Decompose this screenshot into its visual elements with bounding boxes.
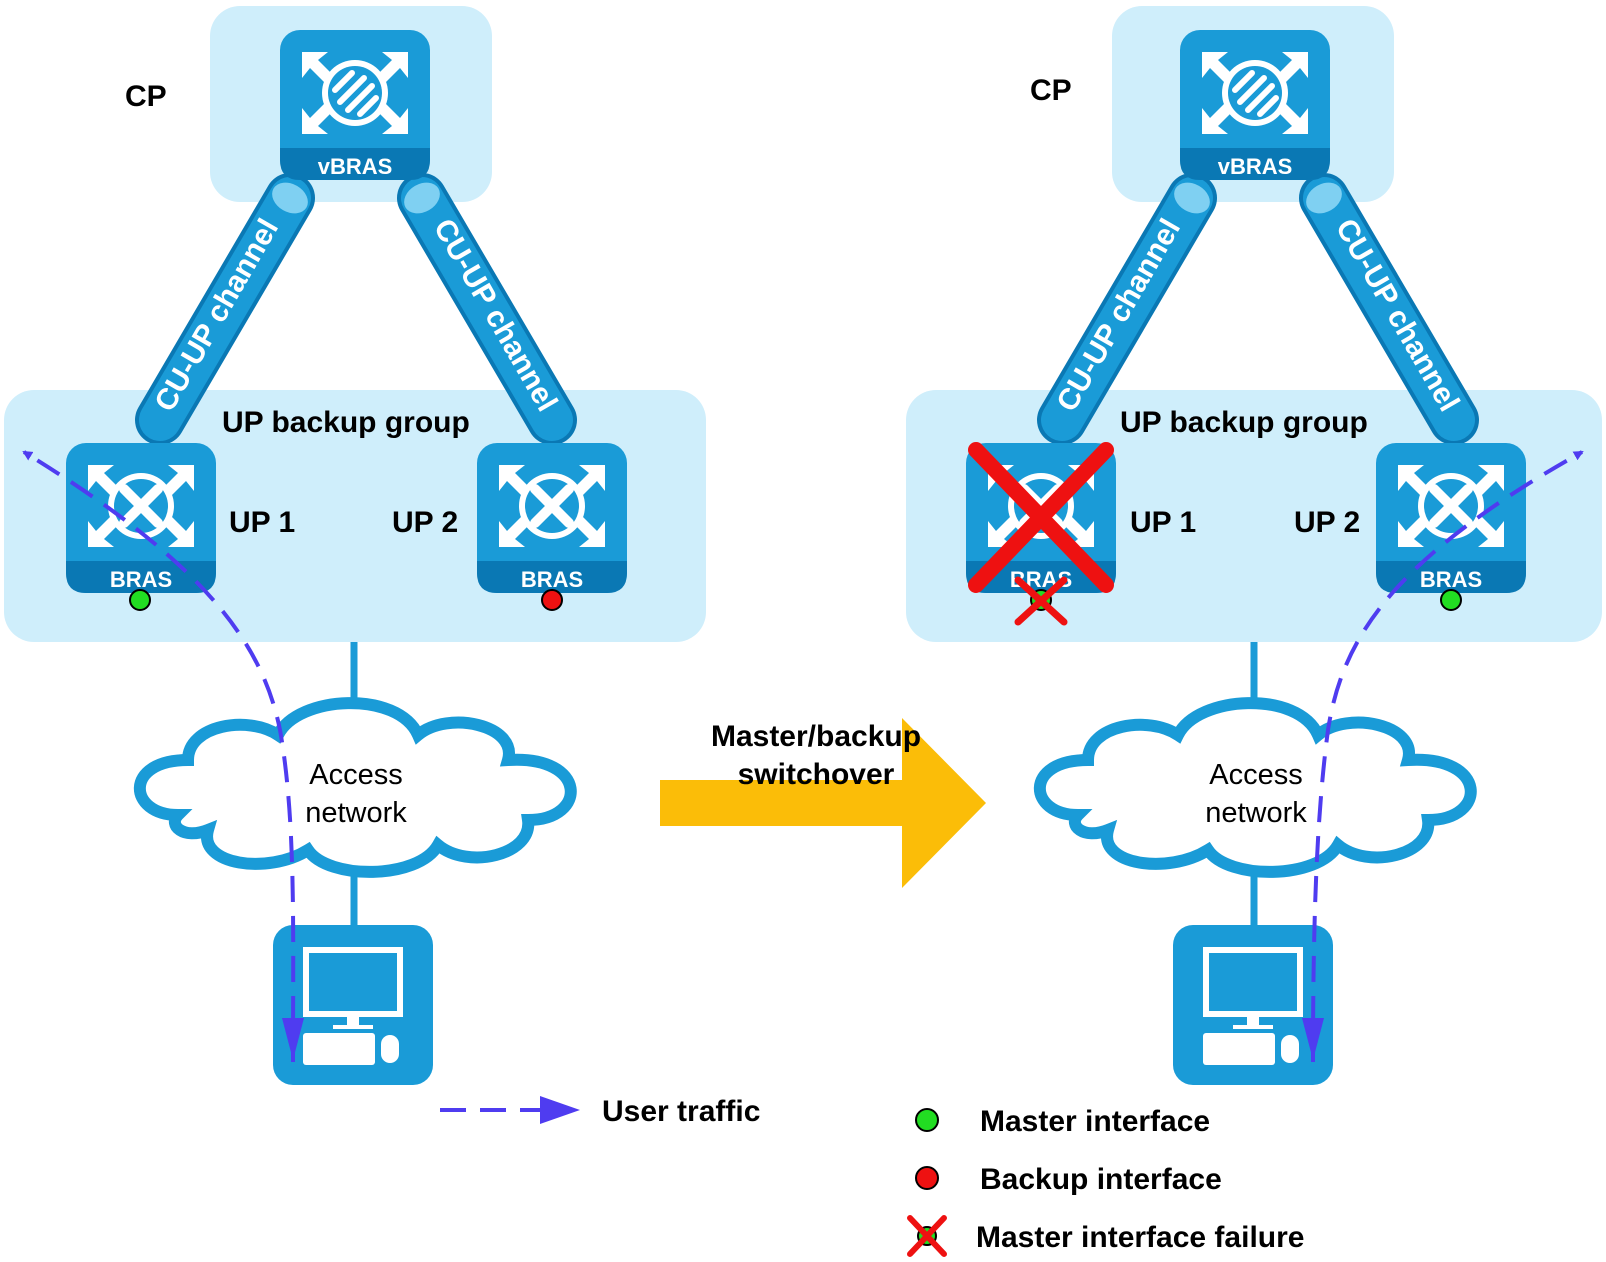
legend-backup-interface-label: Backup interface [980,1163,1222,1196]
legend-master-interface-label: Master interface [980,1105,1210,1138]
channel-label: CU-UP channel [427,213,564,417]
bras-label: BRAS [110,567,172,592]
legend-master-failure-label: Master interface failure [976,1221,1304,1254]
device-failure-cross-icon [968,442,1114,593]
user-traffic-path [22,450,296,1063]
legend-user-traffic-label: User traffic [602,1095,760,1128]
traffic-arrow-icon [540,1096,580,1124]
master-interface-dot [1440,589,1462,611]
channel-label: CU-UP channel [1329,213,1466,417]
switchover-label: switchover [738,758,895,791]
access-network-label: Access [1209,759,1302,791]
bras-icon-up1: BRAS [66,443,216,593]
up2-label: UP 2 [1294,506,1360,539]
access-network-label: network [305,797,407,829]
computer-icon [273,925,433,1085]
channel-label: CU-UP channel [148,213,285,417]
legend-master-interface: Master interface [915,1105,1210,1138]
failure-cross-icon [907,1215,947,1257]
vbras-icon: vBRAS [280,30,430,180]
right-panel: CU-UP channel CU-UP channel vBRAS CP UP … [906,6,1602,1085]
master-interface-dot [129,589,151,611]
bras-label: BRAS [1420,567,1482,592]
left-panel: CU-UP channel CU-UP channel vBRAS CP UP … [4,6,706,1085]
backup-dot-icon [915,1166,939,1190]
up-backup-group-label: UP backup group [1120,406,1368,439]
user-traffic-path [1311,450,1584,1063]
cp-label: CP [1030,74,1072,107]
traffic-arrowhead [1302,1018,1324,1060]
bras-icon-up2: BRAS [477,443,627,593]
legend-backup-interface: Backup interface [915,1163,1222,1196]
cu-up-channel-left: CU-UP channel [1037,173,1217,445]
up2-label: UP 2 [392,506,458,539]
cu-up-channel-right: CU-UP channel [1299,173,1479,445]
up1-label: UP 1 [229,506,295,539]
cu-up-channel-right: CU-UP channel [397,173,577,445]
legend: User traffic Master interface Backup int… [440,1095,1304,1257]
up1-label: UP 1 [1130,506,1196,539]
bras-icon-up2: BRAS [1376,443,1526,593]
cu-up-channel-left: CU-UP channel [135,173,315,445]
computer-icon [1173,925,1333,1085]
channel-label: CU-UP channel [1050,213,1187,417]
master-dot-icon [915,1108,939,1132]
legend-user-traffic: User traffic [440,1095,760,1128]
backup-interface-dot [541,589,563,611]
switchover-label: Master/backup [711,720,921,753]
legend-master-failure: Master interface failure [907,1215,1304,1257]
bras-label: BRAS [521,567,583,592]
switchover-arrow: Master/backup switchover [660,718,986,888]
master-interface-failure-icon [1014,576,1068,626]
traffic-arrowhead [282,1018,304,1060]
up-backup-group-label: UP backup group [222,406,470,439]
access-network-label: Access [309,759,402,791]
cp-label: CP [125,80,167,113]
vbras-label: vBRAS [1218,154,1293,179]
vbras-icon: vBRAS [1180,30,1330,180]
vbras-label: vBRAS [318,154,393,179]
access-network-label: network [1205,797,1307,829]
